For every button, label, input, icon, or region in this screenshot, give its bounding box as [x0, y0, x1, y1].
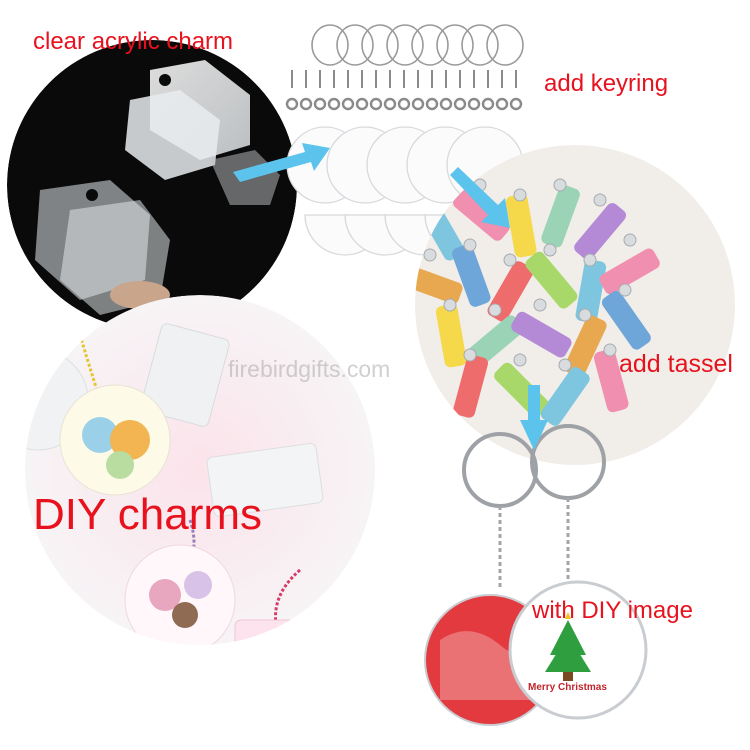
- tassel: [452, 244, 491, 307]
- with-diy-image-label: with DIY image: [532, 597, 693, 624]
- tassel: [599, 248, 660, 295]
- tassel-cap: [603, 343, 617, 357]
- tassel: [574, 203, 627, 260]
- tassel-cap: [513, 353, 527, 367]
- ornament-text: Merry Christmas: [528, 682, 607, 693]
- tassel: [525, 251, 578, 309]
- tassel: [564, 315, 607, 378]
- tassel: [601, 290, 651, 350]
- tassel-photo: [415, 145, 735, 465]
- tassel-cap: [463, 348, 477, 362]
- tassel: [453, 354, 489, 418]
- tassel-cap: [503, 253, 517, 267]
- diy-charms-label: DIY charms: [33, 490, 263, 539]
- watermark: firebirdgifts.com: [228, 356, 391, 382]
- tassel-cap: [623, 233, 637, 247]
- tassel-cap: [543, 243, 557, 257]
- process-arrows: [233, 143, 548, 450]
- clear-acrylic-label: clear acrylic charm: [33, 28, 234, 55]
- tassel: [435, 304, 467, 368]
- tassel: [466, 315, 524, 368]
- keychains-photo: [424, 424, 648, 726]
- tassel-cap: [533, 298, 547, 312]
- add-tassel-label: add tassel: [619, 350, 733, 378]
- tassel-cap: [513, 188, 527, 202]
- keyring-hardware: [285, 24, 524, 111]
- tassel-cap: [553, 178, 567, 192]
- tassel-cap: [423, 248, 437, 262]
- tassel: [453, 188, 510, 241]
- tassel-cap: [618, 283, 632, 297]
- tassel-cap: [443, 298, 457, 312]
- tassel: [511, 311, 572, 358]
- acrylic-charm-photo: [7, 40, 297, 330]
- tassel-cap: [463, 238, 477, 252]
- tassel: [540, 367, 590, 426]
- add-keyring-label: add keyring: [544, 70, 669, 97]
- tassel-cap: [558, 358, 572, 372]
- tassel: [541, 185, 580, 248]
- diy-charms-photo: [25, 295, 375, 645]
- tassel-cap: [583, 253, 597, 267]
- tassel-cap: [488, 303, 502, 317]
- tassel: [575, 259, 607, 323]
- tassel-cap: [578, 308, 592, 322]
- tassel: [593, 349, 629, 413]
- tassel-cap: [593, 193, 607, 207]
- tassel: [505, 194, 537, 258]
